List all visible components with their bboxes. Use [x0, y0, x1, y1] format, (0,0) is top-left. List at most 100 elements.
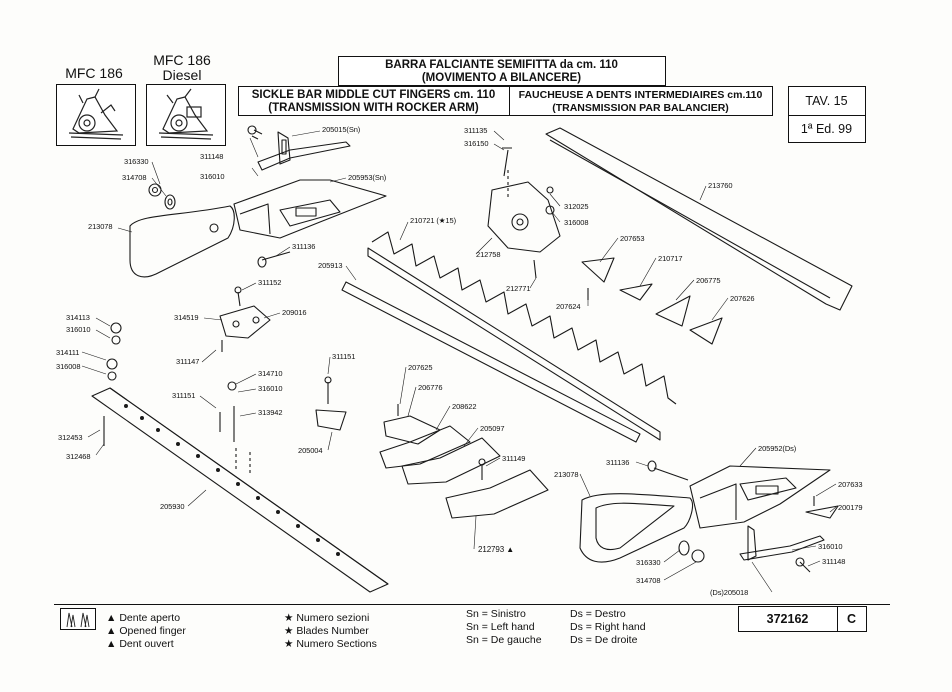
rod-205913-icon — [341, 281, 641, 443]
part-label: 205097 — [480, 424, 505, 433]
part-label: 312468 — [66, 452, 91, 461]
part-label: 205930 — [160, 502, 185, 511]
star-icon: ★ — [284, 612, 294, 624]
nut-314113-icon — [110, 322, 122, 334]
title-french-box: FAUCHEUSE A DENTS INTERMEDIAIRES cm.110 … — [509, 86, 773, 116]
finger-assembly-icon — [379, 415, 549, 519]
title-italian-box: BARRA FALCIANTE SEMIFITTA da cm. 110 (MO… — [338, 56, 666, 86]
plate-209016-icon — [219, 305, 271, 339]
table-number-box: TAV. 15 — [788, 86, 866, 116]
part-label: 316010 — [200, 172, 225, 181]
triangle-icon: ▲ — [106, 612, 117, 624]
washer-316008a-icon — [107, 371, 117, 381]
part-label: 312025 — [564, 202, 589, 211]
shoe-205952-icon — [689, 465, 831, 529]
part-label: 314519 — [174, 313, 199, 322]
part-label: 312453 — [58, 433, 83, 442]
washer-316330b-icon — [678, 540, 690, 556]
thumbnail-mfc186-diesel — [146, 84, 226, 146]
part-label: 207653 — [620, 234, 645, 243]
reference-number: 372162 — [766, 612, 809, 626]
washer-316330-icon — [164, 194, 176, 210]
title-french-line1: FAUCHEUSE A DENTS INTERMEDIAIRES cm.110 — [518, 89, 763, 101]
reference-letter-box: C — [837, 606, 867, 632]
part-label: 311149 — [502, 454, 526, 463]
cutter-bar-holes — [124, 404, 340, 556]
part-label: 209016 — [282, 308, 307, 317]
part-label: 210721 (★15) — [410, 216, 456, 225]
part-label: 316330 — [124, 157, 149, 166]
part-label: 206776 — [418, 383, 443, 392]
part-label: 316330 — [636, 558, 661, 567]
legend-star-en: ★ Blades Number — [284, 625, 369, 637]
part-label: 314111 — [56, 348, 80, 357]
part-label: 205952(Ds) — [758, 444, 797, 453]
screw-311136b-icon — [653, 467, 689, 481]
star-icon: ★ — [284, 625, 294, 637]
model-label-2-line1: MFC 186 — [153, 52, 211, 68]
part-label: 311136 — [606, 458, 630, 467]
finger-pair-icon — [66, 612, 90, 628]
legend-star-fr: ★ Numero Sections — [284, 638, 377, 650]
bracket-205018-icon — [739, 525, 825, 561]
title-italian-line2: (MOVIMENTO A BILANCERE) — [421, 72, 582, 84]
part-label: 207633 — [838, 480, 863, 489]
legend-ds-fr: Ds = De droite — [570, 634, 638, 646]
part-label: 316010 — [66, 325, 91, 334]
finger-207653-icon — [581, 257, 615, 283]
edition-box: 1ª Ed. 99 — [788, 115, 866, 143]
legend-text: Numero sezioni — [296, 612, 370, 624]
part-label: 311152 — [258, 278, 282, 287]
part-label: 213078 — [88, 222, 113, 231]
washer-312025-icon — [546, 186, 554, 194]
part-label: 212771 — [506, 284, 531, 293]
part-label: 213078 — [554, 470, 579, 479]
part-label: (Ds)205018 — [710, 588, 749, 597]
washer-316008-icon — [545, 205, 555, 215]
finger-206775-icon — [655, 295, 691, 327]
clip-205004-icon — [315, 409, 347, 431]
finger-legend-icon-box — [60, 608, 96, 630]
nut-314111-icon — [106, 358, 118, 370]
legend-text: Numero Sections — [296, 638, 377, 650]
part-label: 210717 — [658, 254, 683, 263]
part-label: 207626 — [730, 294, 755, 303]
part-label: 316150 — [464, 139, 489, 148]
model-label-2-line2: Diesel — [162, 67, 202, 83]
model-label-1: MFC 186 — [65, 65, 123, 81]
title-french-line2: (TRANSMISSION PAR BALANCIER) — [552, 102, 729, 114]
part-label: 207624 — [556, 302, 581, 311]
reference-letter: C — [846, 612, 857, 626]
knife-bar-210721-icon — [367, 231, 677, 441]
part-label: 316008 — [564, 218, 589, 227]
title-english-box: SICKLE BAR MIDDLE CUT FINGERS cm. 110 (T… — [238, 86, 510, 116]
mower-thumbnail-icon — [68, 88, 124, 140]
star-icon: ★ — [284, 638, 294, 650]
edition-label: 1ª Ed. 99 — [800, 122, 853, 136]
part-label: 314708 — [636, 576, 661, 585]
legend-ds-it: Ds = Destro — [570, 608, 626, 620]
part-label: 311148 — [200, 152, 224, 161]
part-label: 311147 — [176, 357, 200, 366]
triangle-icon: ▲ — [106, 625, 117, 637]
part-label: 313942 — [258, 408, 283, 417]
title-english-line1: SICKLE BAR MIDDLE CUT FINGERS cm. 110 — [251, 89, 496, 101]
title-english-line2: (TRANSMISSION WITH ROCKER ARM) — [268, 102, 479, 114]
legend-text: Opened finger — [119, 625, 186, 637]
part-label: 208622 — [452, 402, 477, 411]
part-label: 205015(Sn) — [322, 125, 361, 134]
legend-text: Dente aperto — [119, 612, 181, 624]
nut-314708-icon — [148, 183, 162, 197]
finger-210717-icon — [619, 283, 653, 301]
finger-207626-icon — [689, 317, 723, 345]
legend-sn-fr: Sn = De gauche — [466, 634, 542, 646]
part-label: 311148 — [822, 557, 846, 566]
finger-200179-icon — [805, 505, 839, 519]
legend-triangle-it: ▲ Dente aperto — [106, 612, 180, 624]
legend-text: Blades Number — [296, 625, 369, 637]
model-label-2: MFC 186 Diesel — [146, 53, 218, 83]
part-label: 205913 — [318, 261, 343, 270]
legend-sn-en: Sn = Left hand — [466, 621, 535, 633]
footer-divider — [54, 604, 890, 605]
